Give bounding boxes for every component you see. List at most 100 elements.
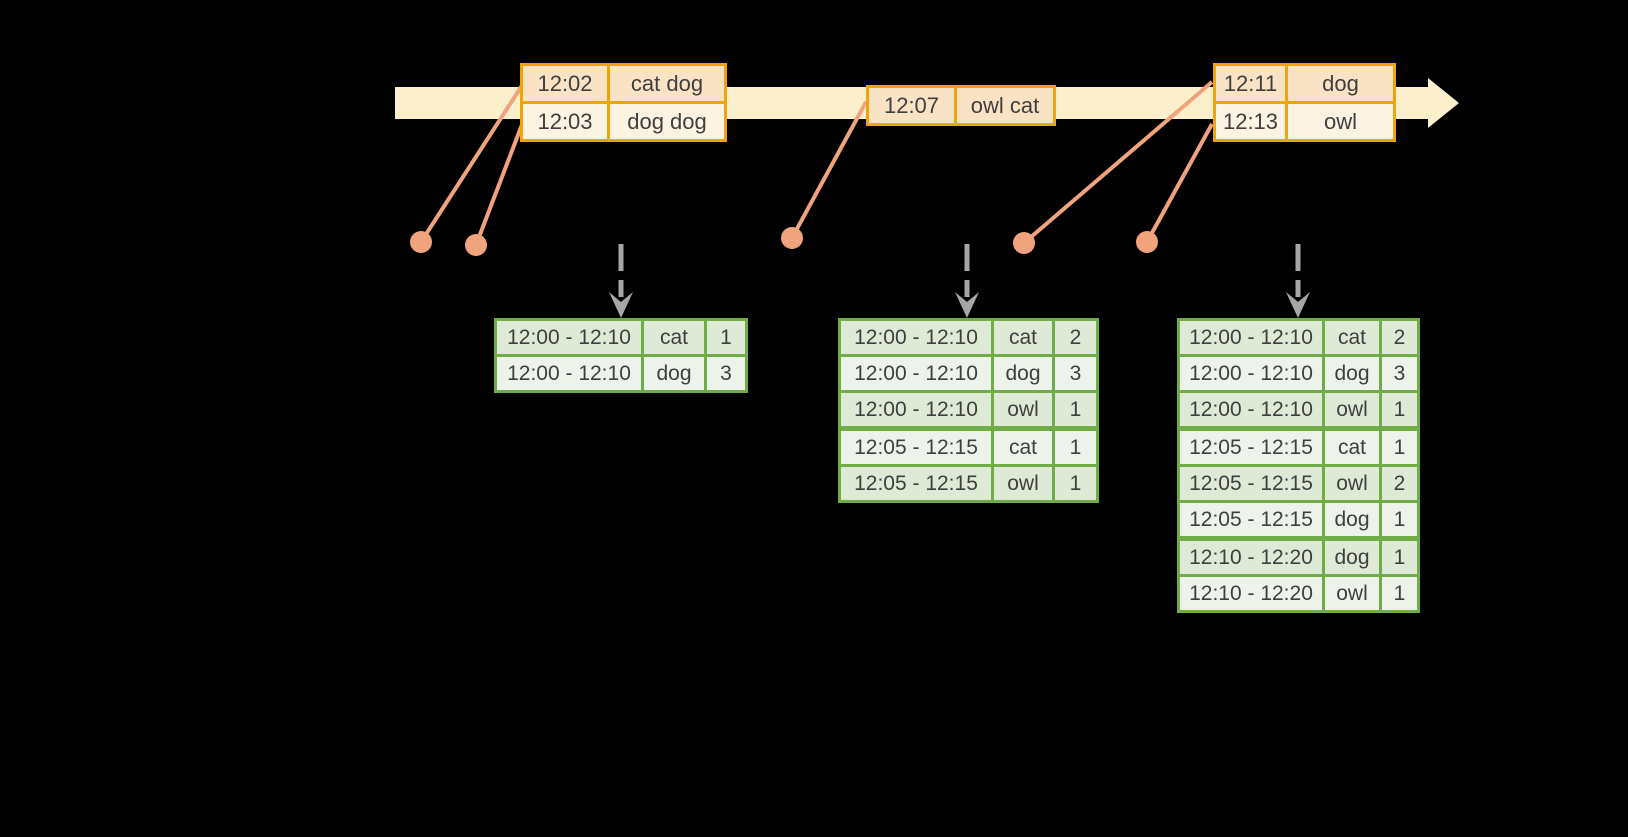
cell-words: owl cat	[954, 88, 1053, 123]
cell-count: 2	[1052, 321, 1096, 354]
arrow-down-icon	[955, 292, 979, 318]
cell-word: dog	[641, 357, 704, 390]
timeline-arrowhead-icon	[1428, 78, 1459, 128]
cell-word: cat	[991, 431, 1052, 464]
cell-time: 12:13	[1216, 104, 1285, 139]
cell-words: cat dog	[607, 66, 724, 101]
cell-count: 1	[704, 321, 745, 354]
cell-count: 2	[1379, 321, 1417, 354]
arrow-down-icon	[1286, 292, 1310, 318]
cell-window: 12:10 - 12:20	[1180, 577, 1322, 610]
cell-window: 12:05 - 12:15	[1180, 467, 1322, 500]
cell-word: owl	[991, 393, 1052, 426]
event-dot	[1136, 231, 1158, 253]
cell-window: 12:00 - 12:10	[497, 357, 641, 390]
cell-time: 12:02	[523, 66, 607, 101]
cell-word: cat	[641, 321, 704, 354]
trigger-arrow	[1286, 244, 1310, 318]
event-connectors	[419, 80, 1214, 246]
cell-window: 12:00 - 12:10	[1180, 357, 1322, 390]
cell-window: 12:05 - 12:15	[1180, 431, 1322, 464]
cell-count: 2	[1379, 467, 1417, 500]
cell-count: 3	[1379, 357, 1417, 390]
event-dots	[410, 227, 1158, 256]
cell-count: 1	[1379, 541, 1417, 574]
cell-window: 12:00 - 12:10	[1180, 321, 1322, 354]
connector-line	[474, 121, 525, 246]
cell-word: dog	[1322, 357, 1379, 390]
cell-window: 12:00 - 12:10	[841, 393, 991, 426]
cell-word: dog	[991, 357, 1052, 390]
connector-line	[1145, 123, 1214, 243]
cell-word: dog	[1322, 503, 1379, 536]
trigger-arrows	[609, 244, 1310, 318]
cell-words: owl	[1285, 104, 1393, 139]
cell-word: owl	[1322, 467, 1379, 500]
trigger-arrow	[609, 244, 633, 318]
arrow-down-icon	[609, 292, 633, 318]
cell-words: dog dog	[607, 104, 724, 139]
cell-word: owl	[1322, 393, 1379, 426]
connector-line	[790, 101, 868, 239]
event-dot	[1013, 232, 1035, 254]
cell-words: dog	[1285, 66, 1393, 101]
cell-window: 12:00 - 12:10	[1180, 393, 1322, 426]
cell-count: 3	[704, 357, 745, 390]
cell-word: cat	[991, 321, 1052, 354]
cell-count: 1	[1379, 503, 1417, 536]
event-dot	[465, 234, 487, 256]
cell-window: 12:05 - 12:15	[841, 467, 991, 500]
cell-window: 12:00 - 12:10	[841, 321, 991, 354]
cell-window: 12:00 - 12:10	[841, 357, 991, 390]
cell-count: 1	[1379, 577, 1417, 610]
cell-window: 12:00 - 12:10	[497, 321, 641, 354]
connector-line	[419, 82, 525, 244]
cell-count: 1	[1379, 393, 1417, 426]
cell-time: 12:11	[1216, 66, 1285, 101]
cell-word: cat	[1322, 321, 1379, 354]
cell-word: cat	[1322, 431, 1379, 464]
cell-count: 3	[1052, 357, 1096, 390]
cell-count: 1	[1052, 393, 1096, 426]
cell-window: 12:05 - 12:15	[841, 431, 991, 464]
trigger-arrow	[955, 244, 979, 318]
cell-time: 12:03	[523, 104, 607, 139]
cell-count: 1	[1379, 431, 1417, 464]
cell-count: 1	[1052, 431, 1096, 464]
cell-word: owl	[1322, 577, 1379, 610]
cell-time: 12:07	[869, 88, 954, 123]
cell-word: owl	[991, 467, 1052, 500]
cell-window: 12:10 - 12:20	[1180, 541, 1322, 574]
cell-count: 1	[1052, 467, 1096, 500]
event-dot	[410, 231, 432, 253]
cell-word: dog	[1322, 541, 1379, 574]
event-dot	[781, 227, 803, 249]
